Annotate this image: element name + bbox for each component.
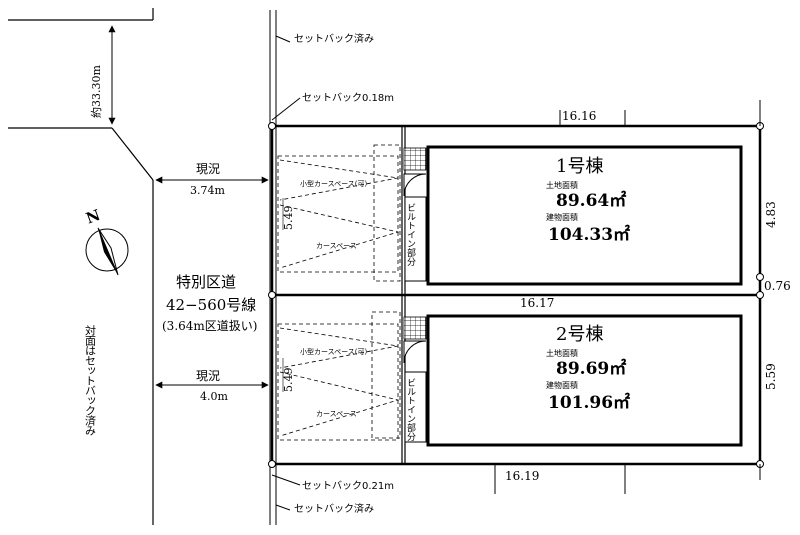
b2-floor-area: 101.96㎡ <box>548 392 630 413</box>
north-icon: N <box>84 206 103 228</box>
dim-bottom: 16.19 <box>505 469 539 483</box>
width-374-label: 3.74m <box>190 184 225 197</box>
b1-floor-area: 104.33㎡ <box>548 224 630 245</box>
genkyo-label-1: 現況 <box>196 161 220 176</box>
dimension-3330: 約33.30m <box>89 25 116 125</box>
b2-land-label: 土地面積 <box>546 348 578 358</box>
road-number: 42−560号線 <box>166 296 256 314</box>
building-1 <box>277 144 743 286</box>
opposite-note: 対面はセットバック済み <box>84 324 97 436</box>
b1-land-area: 89.64㎡ <box>556 190 626 211</box>
north-compass: N <box>84 206 129 276</box>
b2-small-car: 小型カースペース(可) <box>300 347 368 356</box>
building-2 <box>277 311 743 447</box>
dim-right-2: 5.59 <box>764 363 778 390</box>
b2-builtin: ビルトイン部分 <box>405 378 416 442</box>
dim-right-1: 4.83 <box>764 201 778 228</box>
b2-land-area: 89.69㎡ <box>556 358 626 379</box>
genkyo-label-2: 現況 <box>196 368 220 383</box>
dimension-ticks <box>494 100 761 494</box>
road-note: (3.64m区道扱い) <box>162 319 257 333</box>
dim-3330-label: 約33.30m <box>89 65 103 118</box>
setback-lines <box>269 10 301 525</box>
setback-done-top: セットバック済み <box>294 32 374 45</box>
boundary-markers <box>268 122 764 468</box>
width-40-label: 4.0m <box>200 390 228 403</box>
road-boundary-left <box>8 8 154 525</box>
b1-name: 1号棟 <box>556 156 603 177</box>
road-name: 特別区道 <box>176 273 236 291</box>
b1-land-label: 土地面積 <box>546 180 578 190</box>
setback-done-bottom: セットバック済み <box>294 502 374 515</box>
dim-top: 16.16 <box>562 109 596 123</box>
dim-depth-2: 5.49 <box>282 368 295 393</box>
b2-floor-label: 建物面積 <box>546 380 578 390</box>
b2-name: 2号棟 <box>556 324 603 345</box>
b1-small-car: 小型カースペース(可) <box>300 179 368 188</box>
dim-middle: 16.17 <box>520 296 554 310</box>
b2-car-space: カースペース <box>316 410 357 418</box>
b1-builtin: ビルトイン部分 <box>405 203 416 267</box>
dim-right-gap: 0.76 <box>764 279 791 293</box>
setback-021: セットバック0.21m <box>302 480 394 492</box>
dim-depth-1: 5.49 <box>282 206 295 231</box>
setback-018: セットバック0.18m <box>302 92 394 104</box>
b1-floor-label: 建物面積 <box>546 212 578 222</box>
b1-car-space: カースペース <box>316 242 357 250</box>
